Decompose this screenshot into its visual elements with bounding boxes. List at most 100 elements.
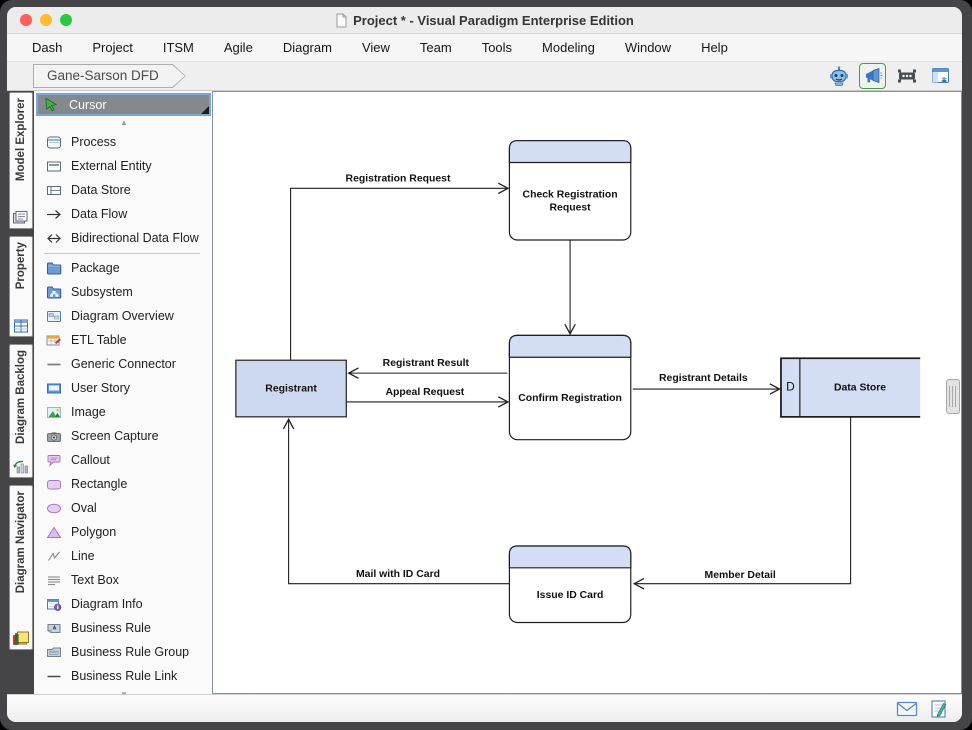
edit-document-icon[interactable] [929, 699, 948, 719]
flow-registrant-result[interactable]: Registrant Result [347, 358, 508, 379]
process-issue-id-card[interactable]: Issue ID Card [508, 545, 632, 624]
palette-item-etl-table[interactable]: ETL Table [36, 328, 212, 352]
palette-item-external-entity[interactable]: External Entity [36, 154, 212, 178]
tab-label: Diagram Navigator [14, 491, 27, 594]
zoom-window-button[interactable] [60, 14, 72, 26]
diagram-overview-icon [45, 309, 62, 324]
palette-item-text-box[interactable]: Text Box [36, 568, 212, 592]
palette-item-package[interactable]: Package [36, 256, 212, 280]
palette-item-rectangle[interactable]: Rectangle [36, 472, 212, 496]
palette-item-data-store[interactable]: Data Store [36, 178, 212, 202]
palette-item-cursor[interactable]: Cursor [36, 93, 211, 116]
image-icon [45, 405, 62, 420]
node-label: Confirm Registration [518, 393, 622, 404]
menu-diagram[interactable]: Diagram [282, 40, 332, 55]
palette-item-label: Rectangle [71, 477, 128, 491]
palette-item-label: Package [71, 261, 120, 275]
announcement-megaphone-icon [863, 66, 883, 86]
cursor-icon [43, 97, 60, 112]
menu-help[interactable]: Help [701, 40, 728, 55]
toolbar-icons [825, 63, 962, 89]
palette-item-data-flow[interactable]: Data Flow [36, 202, 212, 226]
palette-item-bidirectional-data-flow[interactable]: Bidirectional Data Flow [36, 226, 212, 250]
flow-member-detail[interactable]: Member Detail [632, 416, 852, 590]
tab-diagram-backlog[interactable]: Diagram Backlog [8, 344, 33, 478]
palette-item-user-story[interactable]: User Story [36, 376, 212, 400]
cursor-more-fold [201, 106, 209, 114]
flow-registrant-details[interactable]: Registrant Details [632, 373, 781, 395]
palette-item-line[interactable]: Line [36, 544, 212, 568]
palette-item-subsystem[interactable]: Subsystem [36, 280, 212, 304]
user-story-icon [45, 381, 62, 396]
announcement-megaphone-button[interactable] [859, 63, 886, 89]
bidirectional-data-flow-icon [45, 231, 62, 246]
menu-project[interactable]: Project [92, 40, 133, 55]
palette-item-label: Data Flow [71, 207, 128, 221]
tab-model-explorer[interactable]: Model Explorer [8, 92, 33, 229]
palette-item-generic-connector[interactable]: Generic Connector [36, 352, 212, 376]
palette-item-process[interactable]: Process [36, 130, 212, 154]
minimize-window-button[interactable] [40, 14, 52, 26]
panel-layout-icon [930, 66, 951, 86]
assistant-robot-button[interactable] [825, 63, 852, 89]
tab-diagram-navigator[interactable]: Diagram Navigator [8, 485, 33, 650]
process-icon [45, 135, 62, 150]
palette-item-label: Text Box [71, 573, 119, 587]
palette-item-label: Diagram Info [71, 597, 143, 611]
menu-team[interactable]: Team [419, 40, 452, 55]
external-entity-registrant[interactable]: Registrant [235, 359, 347, 418]
palette-item-diagram-overview[interactable]: Diagram Overview [36, 304, 212, 328]
menu-itsm[interactable]: ITSM [162, 40, 194, 55]
flow-registration-request[interactable]: Registration Request [290, 173, 510, 361]
palette-item-business-rule[interactable]: Business Rule [36, 616, 212, 640]
menu-tools[interactable]: Tools [481, 40, 513, 55]
menu-agile[interactable]: Agile [223, 40, 253, 55]
node-label: Registrant [265, 383, 317, 394]
text-box-icon [45, 573, 62, 588]
palette-item-business-rule-group[interactable]: Business Rule Group [36, 640, 212, 664]
mail-icon[interactable] [896, 700, 918, 718]
palette-item-image[interactable]: Image [36, 400, 212, 424]
data-store-icon [45, 183, 62, 198]
palette-item-oval[interactable]: Oval [36, 496, 212, 520]
node-label: Issue ID Card [537, 590, 604, 601]
data-flow-icon [45, 207, 62, 222]
package-icon [45, 261, 62, 276]
flow-mail-with-id-card[interactable]: Mail with ID Card [282, 417, 510, 585]
diagram-toolbar: Gane-Sarson DFD [7, 62, 962, 91]
etl-table-icon [45, 333, 62, 348]
subsystem-icon [45, 285, 62, 300]
presentation-frame-button[interactable] [893, 63, 920, 89]
palette-item-callout[interactable]: Callout [36, 448, 212, 472]
flow-appeal-request[interactable]: Appeal Request [346, 387, 510, 408]
palette-item-screen-capture[interactable]: Screen Capture [36, 424, 212, 448]
flow-label: Registration Request [346, 173, 451, 184]
tab-property[interactable]: Property [8, 236, 33, 337]
palette-item-diagram-info[interactable]: Diagram Info [36, 592, 212, 616]
panel-layout-button[interactable] [927, 63, 954, 89]
process-confirm-registration[interactable]: Confirm Registration [508, 334, 632, 441]
flow-label: Appeal Request [385, 387, 464, 398]
palette-scroll-up[interactable]: ▲ [120, 118, 128, 127]
menu-view[interactable]: View [361, 40, 390, 55]
breadcrumb[interactable]: Gane-Sarson DFD [33, 64, 186, 88]
menu-modeling[interactable]: Modeling [542, 40, 595, 55]
polygon-icon [45, 525, 62, 540]
palette-item-polygon[interactable]: Polygon [36, 520, 212, 544]
menu-window[interactable]: Window [624, 40, 672, 55]
menu-dash[interactable]: Dash [32, 40, 63, 55]
generic-connector-icon [45, 357, 62, 372]
palette-scroll-down[interactable]: ▼ [36, 688, 212, 694]
palette-item-label: Data Store [71, 183, 131, 197]
close-window-button[interactable] [20, 14, 32, 26]
title-bar[interactable]: Project * - Visual Paradigm Enterprise E… [7, 7, 962, 34]
panel-collapse-grip[interactable] [946, 379, 960, 414]
window-title: Project * - Visual Paradigm Enterprise E… [353, 12, 634, 28]
palette-item-business-rule-link[interactable]: Business Rule Link [36, 664, 212, 688]
